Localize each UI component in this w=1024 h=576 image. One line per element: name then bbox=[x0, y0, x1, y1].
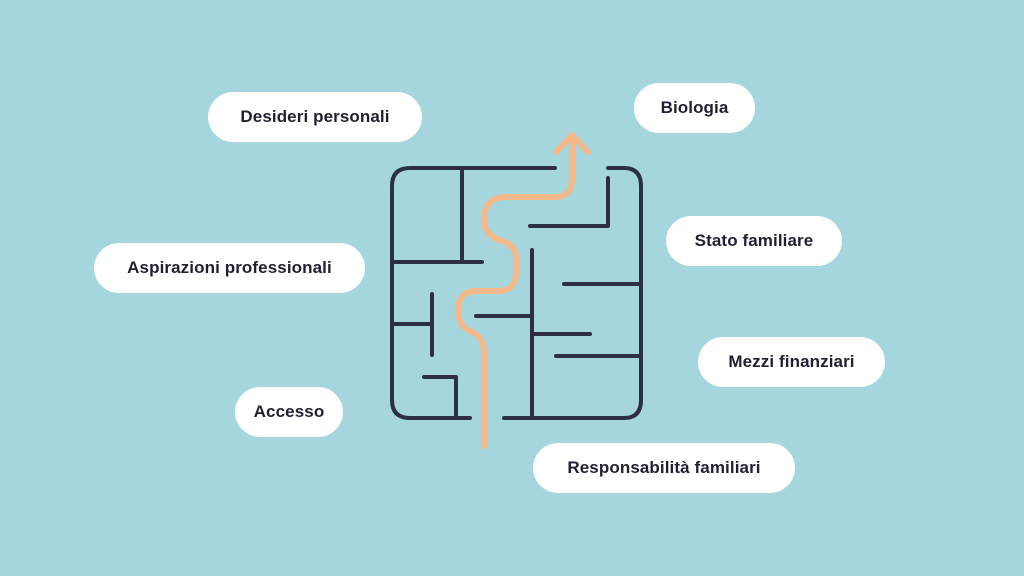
label-mezzi-finanziari: Mezzi finanziari bbox=[698, 337, 885, 387]
label-text: Accesso bbox=[253, 402, 325, 421]
label-text: Desideri personali bbox=[240, 107, 390, 126]
label-text: Aspirazioni professionali bbox=[127, 258, 332, 277]
arrow-up-icon bbox=[553, 132, 591, 155]
maze-outer-wall-right bbox=[502, 166, 643, 420]
label-aspirazioni-professionali: Aspirazioni professionali bbox=[94, 243, 365, 293]
label-accesso: Accesso bbox=[235, 387, 343, 437]
label-text: Stato familiare bbox=[694, 231, 814, 250]
maze-wall bbox=[528, 176, 610, 228]
label-desideri-personali: Desideri personali bbox=[208, 92, 422, 142]
label-text: Biologia bbox=[660, 98, 729, 117]
maze-walls bbox=[390, 166, 643, 420]
path-line bbox=[455, 137, 575, 449]
label-responsabilita-familiari: Responsabilità familiari bbox=[533, 443, 795, 493]
label-stato-familiare: Stato familiare bbox=[666, 216, 842, 266]
maze-outer-wall bbox=[390, 166, 557, 420]
label-biologia: Biologia bbox=[634, 83, 755, 133]
label-text: Mezzi finanziari bbox=[728, 352, 855, 371]
path-arrow bbox=[455, 132, 591, 449]
maze-wall bbox=[422, 375, 458, 420]
label-text: Responsabilità familiari bbox=[567, 458, 761, 477]
